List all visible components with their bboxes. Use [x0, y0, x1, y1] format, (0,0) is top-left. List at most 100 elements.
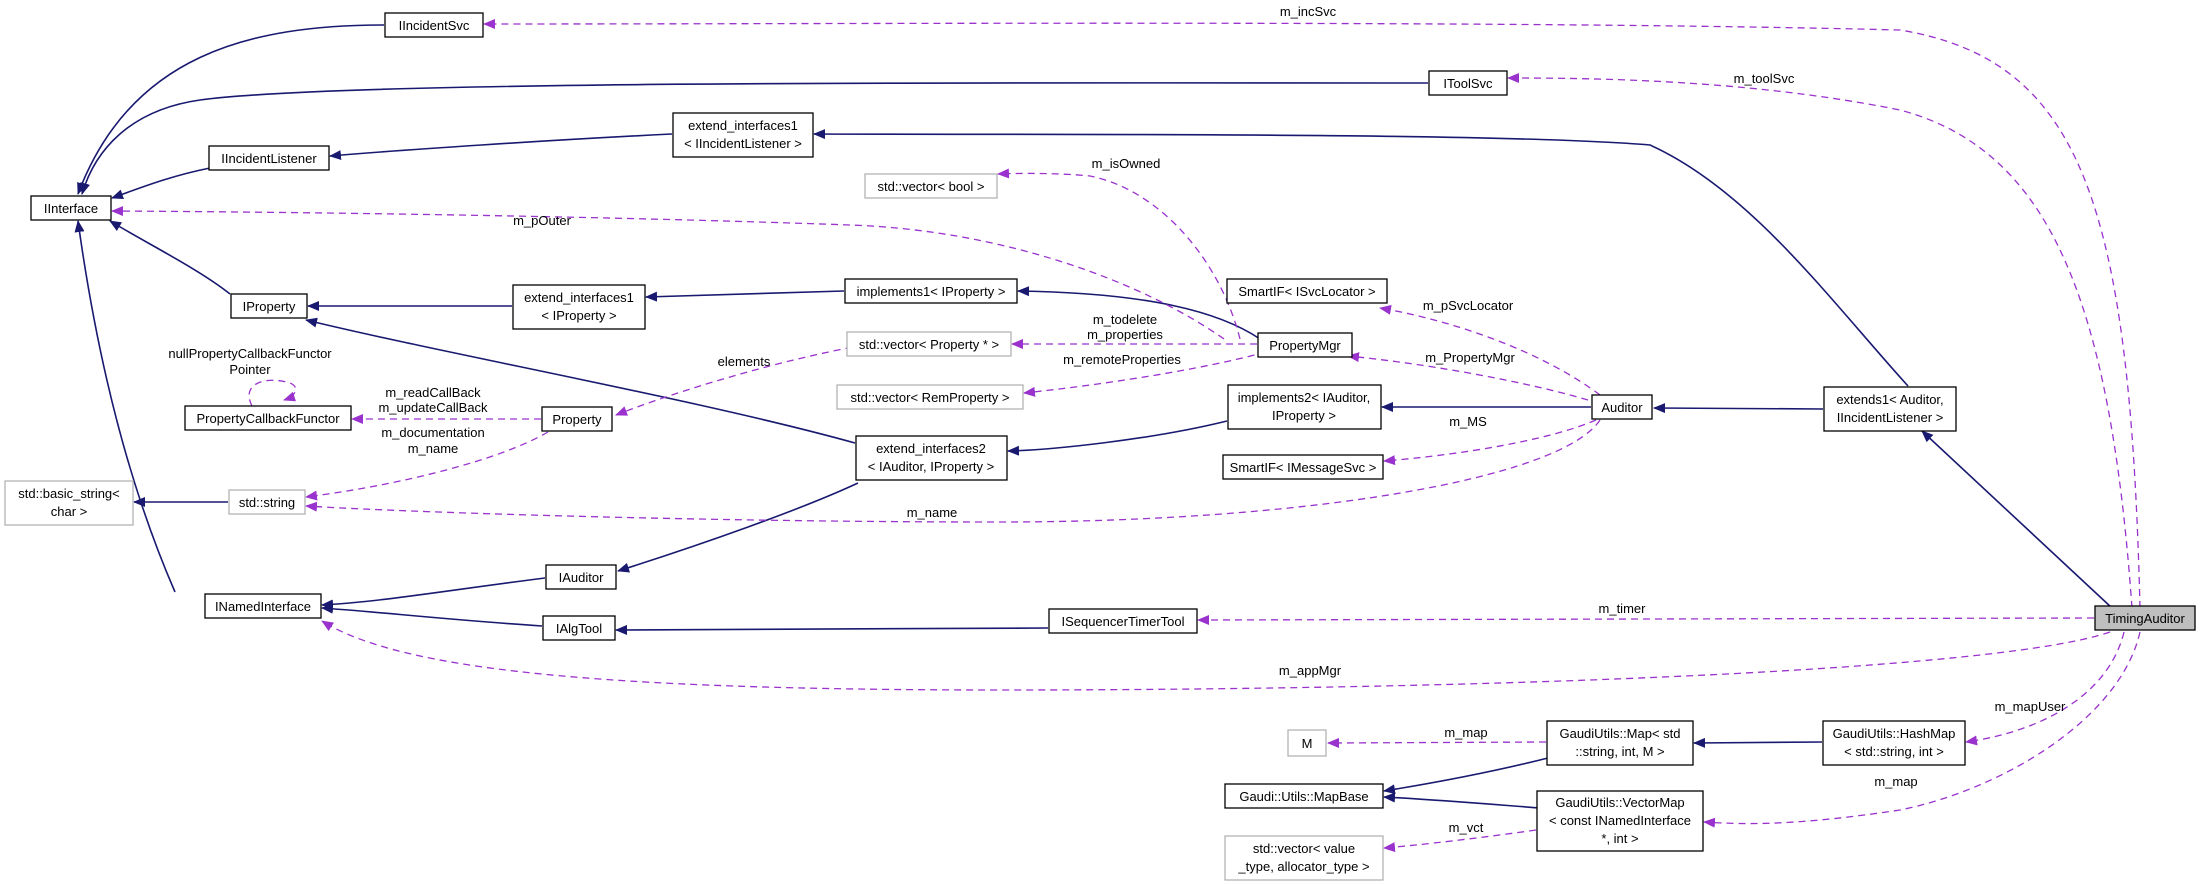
node-auditor-label: Auditor	[1601, 400, 1643, 415]
node-m-label: M	[1302, 736, 1313, 751]
edge-iauditor-to-inamedinterface	[321, 577, 546, 610]
edge-labels: m_incSvc m_toolSvc m_isOwned m_pOuter m_…	[168, 4, 2066, 835]
label-m-propertymgr: m_PropertyMgr	[1425, 350, 1515, 365]
label-m-pouter: m_pOuter	[513, 213, 571, 228]
edge-m-ms	[1383, 419, 1597, 466]
node-property[interactable]: Property	[541, 406, 613, 432]
node-smartif-imessagesvc[interactable]: SmartIF< IMessageSvc >	[1222, 454, 1384, 480]
edge-m-pouter	[111, 206, 1225, 340]
node-implements1-iproperty[interactable]: implements1< IProperty >	[844, 278, 1018, 304]
edge-ialgtool-to-inamedinterface	[321, 603, 543, 627]
node-std-vector-property-ptr[interactable]: std::vector< Property * >	[846, 331, 1012, 357]
node-iproperty[interactable]: IProperty	[230, 293, 308, 319]
label-m-appmgr: m_appMgr	[1279, 663, 1342, 678]
node-std-basic-string[interactable]: std::basic_string< char >	[4, 480, 134, 526]
node-smartif-isvclocator[interactable]: SmartIF< ISvcLocator >	[1226, 278, 1388, 304]
node-itoolsvc[interactable]: IToolSvc	[1428, 70, 1508, 96]
node-extends1[interactable]: extends1< Auditor, IIncidentListener >	[1823, 386, 1957, 432]
node-std-vector-value-type[interactable]: std::vector< value _type, allocator_type…	[1224, 835, 1384, 881]
edge-hashmap-to-gaudimap	[1693, 737, 1823, 748]
node-gaudi-utils-mapbase-label: Gaudi::Utils::MapBase	[1239, 789, 1368, 804]
node-extend-interfaces2-label-2: < IAuditor, IProperty >	[868, 459, 994, 474]
node-implements2[interactable]: implements2< IAuditor, IProperty >	[1227, 384, 1382, 430]
edge-m-toolsvc	[1507, 73, 2133, 609]
node-std-string[interactable]: std::string	[228, 489, 306, 515]
edge-elements	[615, 344, 865, 416]
node-std-vector-value-type-label-1: std::vector< value	[1253, 841, 1355, 856]
node-gaudiutils-vectormap[interactable]: GaudiUtils::VectorMap < const INamedInte…	[1536, 790, 1704, 852]
label-m-map-m: m_map	[1444, 725, 1487, 740]
label-elements: elements	[718, 354, 771, 369]
edge-nullpropertycallbackfunctor	[248, 379, 297, 407]
inheritance-edges	[74, 24, 2113, 809]
node-propertymgr[interactable]: PropertyMgr	[1257, 332, 1353, 358]
node-std-vector-value-type-label-2: _type, allocator_type >	[1237, 859, 1369, 874]
label-m-vct: m_vct	[1449, 820, 1484, 835]
node-gaudiutils-vectormap-label-3: *, int >	[1601, 831, 1638, 846]
edge-m-propertymgr	[1347, 352, 1589, 401]
node-extend-interfaces1-iproperty-label-2: < IProperty >	[541, 308, 616, 323]
node-propertycallbackfunctor-label: PropertyCallbackFunctor	[196, 411, 340, 426]
node-extend-interfaces1-iproperty[interactable]: extend_interfaces1 < IProperty >	[512, 284, 646, 330]
node-itoolsvc-label: IToolSvc	[1443, 76, 1493, 91]
label-m-isowned: m_isOwned	[1092, 156, 1161, 171]
node-iincidentsvc[interactable]: IIncidentSvc	[384, 12, 484, 38]
node-gaudiutils-map-label-2: ::string, int, M >	[1575, 744, 1664, 759]
node-iincidentsvc-label: IIncidentSvc	[399, 18, 470, 33]
edge-m-map-m	[1327, 737, 1547, 748]
node-std-vector-bool[interactable]: std::vector< bool >	[864, 173, 998, 199]
node-extend-interfaces1-iincidentlistener[interactable]: extend_interfaces1 < IIncidentListener >	[672, 112, 814, 158]
node-std-vector-bool-label: std::vector< bool >	[878, 179, 985, 194]
edge-extends1-to-auditor	[1653, 403, 1824, 414]
edge-m-incsvc	[483, 18, 2141, 609]
edge-extendinterfaces2-to-iproperty	[305, 317, 856, 444]
node-implements2-label-2: IProperty >	[1272, 408, 1336, 423]
node-iincidentlistener[interactable]: IIncidentListener	[208, 145, 330, 171]
node-iauditor[interactable]: IAuditor	[545, 564, 617, 590]
label-m-updatecallback: m_updateCallBack	[378, 400, 488, 415]
node-m[interactable]: M	[1287, 729, 1327, 757]
node-auditor[interactable]: Auditor	[1591, 394, 1653, 420]
edge-vectormap-to-mapbase	[1383, 792, 1541, 809]
node-gaudiutils-hashmap-label-1: GaudiUtils::HashMap	[1833, 726, 1956, 741]
label-m-name: m_name	[907, 505, 958, 520]
edge-timingauditor-to-extends1	[1921, 430, 2113, 609]
node-gaudiutils-map[interactable]: GaudiUtils::Map< std ::string, int, M >	[1546, 720, 1694, 766]
node-iinterface-label: IInterface	[44, 201, 98, 216]
node-gaudiutils-vectormap-label-1: GaudiUtils::VectorMap	[1555, 795, 1684, 810]
node-extend-interfaces2[interactable]: extend_interfaces2 < IAuditor, IProperty…	[855, 435, 1008, 481]
node-gaudiutils-hashmap[interactable]: GaudiUtils::HashMap < std::string, int >	[1822, 720, 1966, 766]
node-ialgtool[interactable]: IAlgTool	[542, 615, 616, 641]
node-timingauditor[interactable]: TimingAuditor	[2094, 605, 2196, 631]
label-m-readcallback: m_readCallBack	[385, 385, 481, 400]
edge-m-name	[305, 419, 1601, 523]
label-m-incsvc: m_incSvc	[1280, 4, 1337, 19]
label-pointer: Pointer	[229, 362, 271, 377]
node-isequencertimertool[interactable]: ISequencerTimerTool	[1048, 608, 1198, 634]
node-inamedinterface[interactable]: INamedInterface	[204, 593, 322, 619]
node-std-string-label: std::string	[239, 495, 295, 510]
node-inamedinterface-label: INamedInterface	[215, 599, 311, 614]
node-gaudi-utils-mapbase[interactable]: Gaudi::Utils::MapBase	[1224, 783, 1384, 809]
usage-edges	[111, 18, 2141, 853]
label-m-mapuser: m_mapUser	[1995, 699, 2066, 714]
node-gaudiutils-map-label-1: GaudiUtils::Map< std	[1559, 726, 1680, 741]
edge-extendlistener-to-iincidentlistener	[329, 133, 673, 161]
edge-implements2-to-extendinterfaces2	[1007, 420, 1228, 456]
node-ialgtool-label: IAlgTool	[556, 621, 602, 636]
edge-extends1-to-extendlistener	[813, 129, 1909, 387]
node-propertycallbackfunctor[interactable]: PropertyCallbackFunctor	[184, 405, 352, 431]
edge-m-psvclocator	[1379, 304, 1601, 396]
node-iinterface[interactable]: IInterface	[30, 195, 112, 221]
edge-propertymgr-to-implements1	[1017, 286, 1261, 340]
label-m-remoteproperties: m_remoteProperties	[1063, 352, 1181, 367]
edge-m-documentation	[305, 431, 549, 501]
edge-isequencertimertool-to-ialgtool	[615, 624, 1049, 635]
node-extends1-label-1: extends1< Auditor,	[1836, 392, 1943, 407]
node-smartif-imessagesvc-label: SmartIF< IMessageSvc >	[1230, 460, 1377, 475]
label-m-timer: m_timer	[1599, 601, 1647, 616]
node-std-vector-remproperty[interactable]: std::vector< RemProperty >	[836, 384, 1024, 410]
node-extend-interfaces1-iincidentlistener-label-1: extend_interfaces1	[688, 118, 798, 133]
edge-iincidentsvc-to-iinterface	[77, 24, 385, 195]
label-m-psvclocator: m_pSvcLocator	[1423, 298, 1514, 313]
